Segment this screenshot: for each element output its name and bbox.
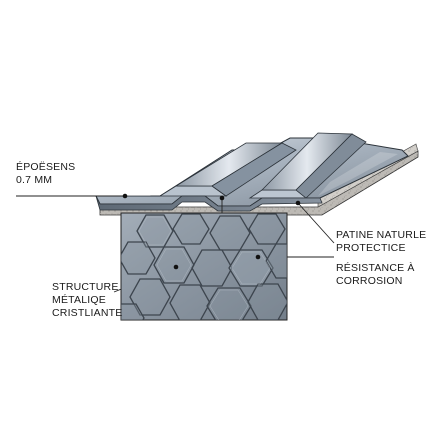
label-corrosion-line2: CORROSION [336, 275, 403, 287]
label-structure-line1: STRUCTURE [52, 281, 119, 293]
label-structure-line3: CRISTLIANTE [52, 307, 123, 319]
metal-panel [95, 132, 409, 212]
label-thickness-line1: ÉPOËSENS [16, 161, 76, 173]
dot-texture [219, 195, 225, 201]
label-corrosion-line1: RÉSISTANCE À [336, 262, 415, 274]
label-patina-line2: PROTECTICE [336, 242, 406, 254]
label-corrosion: RÉSISTANCE À CORROSION [336, 262, 415, 288]
label-patina-line1: PATINE NATURLE [336, 229, 427, 241]
dot-structure [173, 264, 179, 270]
label-patina: PATINE NATURLE PROTECTICE [336, 229, 426, 255]
dot-corrosion [255, 254, 261, 260]
dot-thickness [122, 193, 128, 199]
callout-dots [122, 193, 301, 270]
label-thickness-line2: 0.7 MM [16, 174, 53, 186]
dot-patina [295, 200, 301, 206]
label-thickness: ÉPOËSENS 0.7 MM [16, 161, 75, 187]
label-structure-line2: MÉTALIQE [52, 294, 106, 306]
label-structure: STRUCTURE MÉTALIQE CRISTLIANTE [52, 281, 122, 320]
crystal-texture-inset [120, 212, 288, 321]
